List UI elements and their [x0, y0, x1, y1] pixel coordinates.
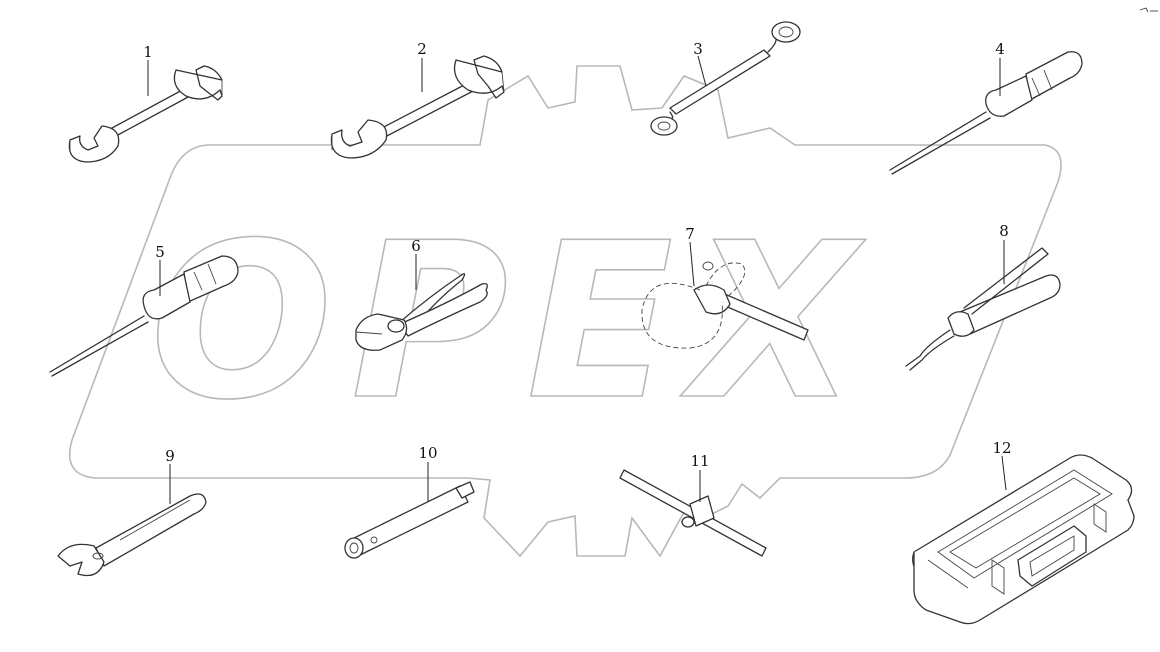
- watermark-logo: OPEX: [68, 65, 1062, 558]
- screwdriver-cross: [49, 255, 239, 377]
- part-5-number: 5: [155, 243, 165, 261]
- part-12-leader: [1001, 455, 1007, 491]
- socket-extension: [344, 481, 475, 559]
- screwdriver-flat: [889, 51, 1083, 175]
- part-1-number: 1: [143, 43, 153, 61]
- grease-gun: [905, 247, 1061, 371]
- adjustable-wrench: [57, 493, 207, 577]
- part-10-number: 10: [418, 444, 437, 462]
- part-3-number: 3: [693, 40, 703, 58]
- part-9-number: 9: [165, 447, 175, 465]
- part-2-number: 2: [417, 40, 427, 58]
- open-end-wrench-large: [330, 55, 505, 159]
- t-bar-wrench: [619, 469, 767, 557]
- part-4-number: 4: [995, 40, 1005, 58]
- part-7-number: 7: [685, 225, 695, 243]
- offset-box-wrench: [650, 21, 801, 136]
- part-8-number: 8: [999, 222, 1009, 240]
- corner-mark: [1139, 7, 1158, 13]
- part-6-number: 6: [411, 237, 421, 255]
- chain-wrench: [641, 261, 809, 349]
- part-3-leader: [697, 55, 707, 87]
- part-12-number: 12: [992, 439, 1011, 457]
- part-7-leader: [689, 241, 695, 287]
- watermark-gear-outline: [68, 65, 1062, 558]
- watermark-text: OPEX: [150, 196, 875, 447]
- part-11-number: 11: [690, 452, 709, 470]
- pliers: [355, 273, 488, 351]
- tool-case: [912, 454, 1135, 625]
- open-end-wrench-small: [68, 65, 223, 163]
